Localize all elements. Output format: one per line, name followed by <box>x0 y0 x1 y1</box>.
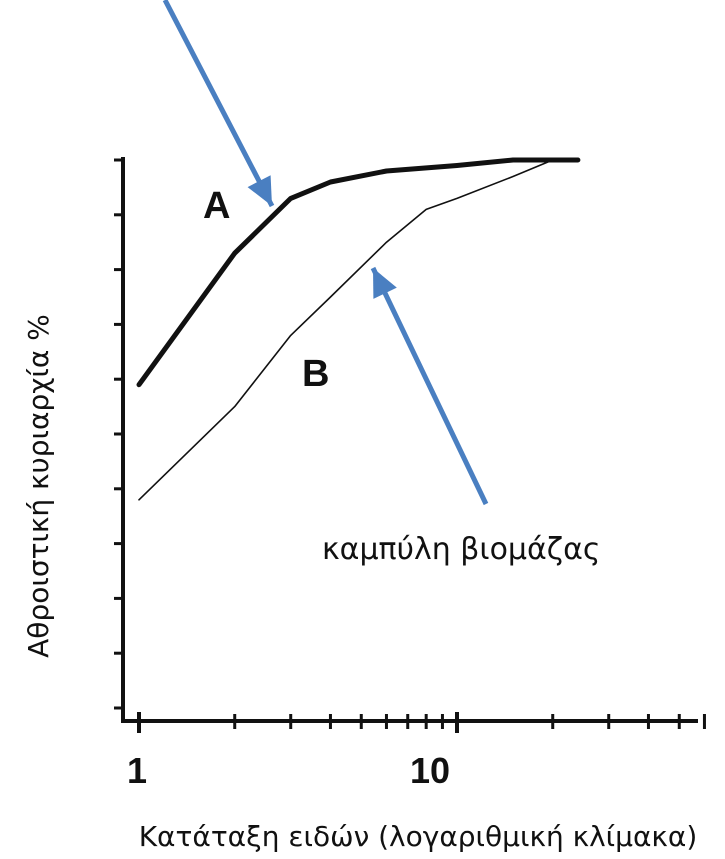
arrows <box>162 0 489 506</box>
arrow-to-curve-b-shaft <box>370 266 489 506</box>
x-tick-label-1: 1 <box>127 750 147 791</box>
arrow-to-curve-a-head <box>247 175 272 206</box>
y-axis-title: Αθροιστική κυριαρχία % <box>22 314 55 658</box>
series-line-a <box>136 157 581 388</box>
x-axis-title: Κατάταξη ειδών (λογαριθμική κλίμακα) <box>139 820 698 853</box>
axes <box>114 157 706 733</box>
arrow-to-curve-a-shaft <box>162 0 275 208</box>
series-line-b <box>138 159 579 501</box>
texts: A B 1 10 Κατάταξη ειδών (λογαριθμική κλί… <box>22 185 697 853</box>
annotation-biomass-curve: καμπύλη βιομάζας <box>322 532 600 567</box>
curve-label-a: A <box>203 185 230 227</box>
x-tick-label-10: 10 <box>410 750 450 791</box>
curve-label-b: B <box>302 353 329 395</box>
arrow-to-curve-b-head <box>373 268 397 299</box>
curves <box>136 157 581 501</box>
